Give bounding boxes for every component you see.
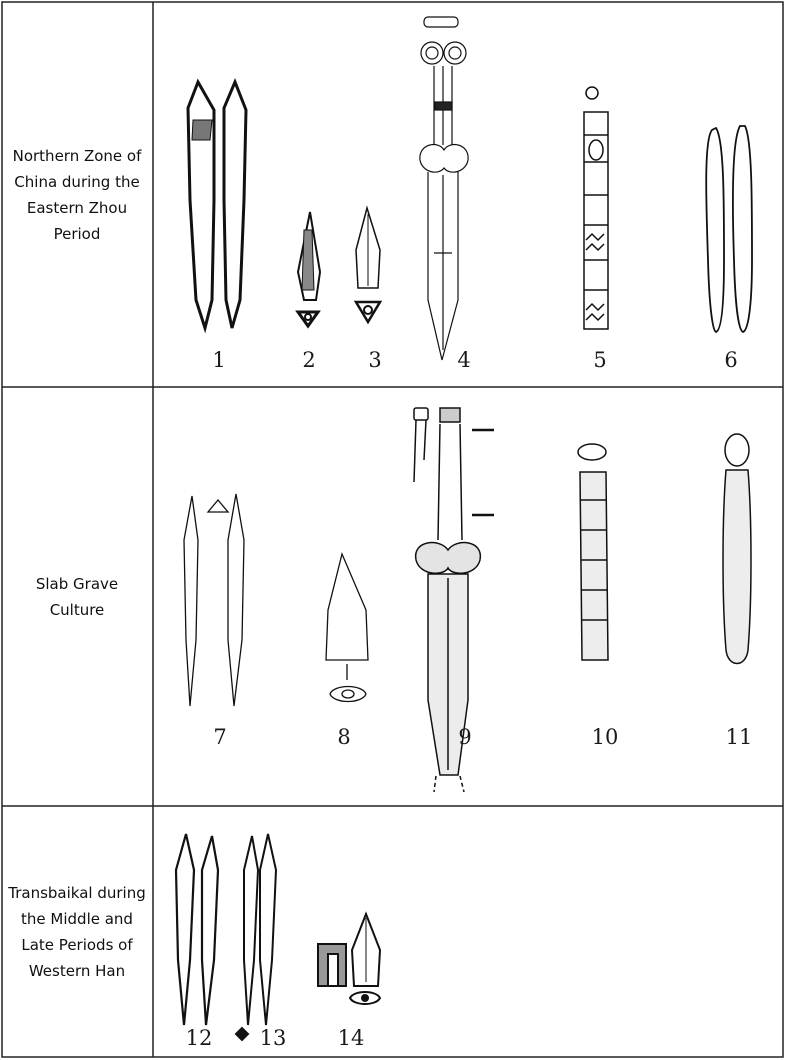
artifact-13-drawing — [234, 833, 278, 1042]
artifact-number-12: 12 — [185, 1026, 213, 1050]
label-line: Culture — [49, 601, 105, 619]
label-line: Slab Grave — [35, 575, 119, 593]
artifact-number-6: 6 — [724, 348, 738, 372]
artifact-3-drawing — [353, 205, 383, 325]
row-label-transbaikal: Transbaikal during the Middle and Late P… — [2, 808, 152, 1056]
artifact-5-drawing — [583, 86, 609, 330]
artifact-number-8: 8 — [337, 725, 351, 749]
label-line: the Middle and — [21, 910, 133, 928]
row-label-slab-grave: Slab Grave Culture — [2, 389, 152, 805]
label-line: Western Han — [28, 962, 126, 980]
label-line: Northern Zone of — [12, 147, 142, 165]
artifact-14-drawing — [317, 911, 382, 1005]
artifact-number-11: 11 — [725, 725, 753, 749]
artifact-number-13: 13 — [259, 1026, 287, 1050]
artifact-1-drawing — [186, 78, 248, 334]
artifact-12-drawing — [174, 833, 220, 1026]
artifact-number-9: 9 — [458, 725, 472, 749]
artifact-number-1: 1 — [212, 348, 226, 372]
artifact-number-7: 7 — [213, 725, 227, 749]
artifact-8-drawing — [325, 551, 369, 703]
artifact-number-10: 10 — [591, 725, 619, 749]
artifact-number-3: 3 — [368, 348, 382, 372]
label-line: Late Periods of — [21, 936, 133, 954]
artifact-11-drawing — [722, 433, 752, 665]
artifact-2-drawing — [295, 211, 322, 329]
artifact-10-drawing — [577, 443, 609, 661]
artifact-7-drawing — [183, 493, 245, 707]
row-label-northern-zone: Northern Zone of China during the Easter… — [2, 4, 152, 386]
artifact-6-drawing — [705, 125, 753, 333]
label-line: Transbaikal during — [8, 884, 146, 902]
artifact-4-drawing — [419, 16, 469, 361]
label-line: China during the — [14, 173, 140, 191]
label-line: Eastern Zhou Period — [26, 199, 128, 243]
artifact-9-drawing — [413, 407, 494, 793]
artifact-number-4: 4 — [457, 348, 471, 372]
artifact-number-14: 14 — [337, 1026, 365, 1050]
artifact-number-5: 5 — [593, 348, 607, 372]
artifact-number-2: 2 — [302, 348, 316, 372]
